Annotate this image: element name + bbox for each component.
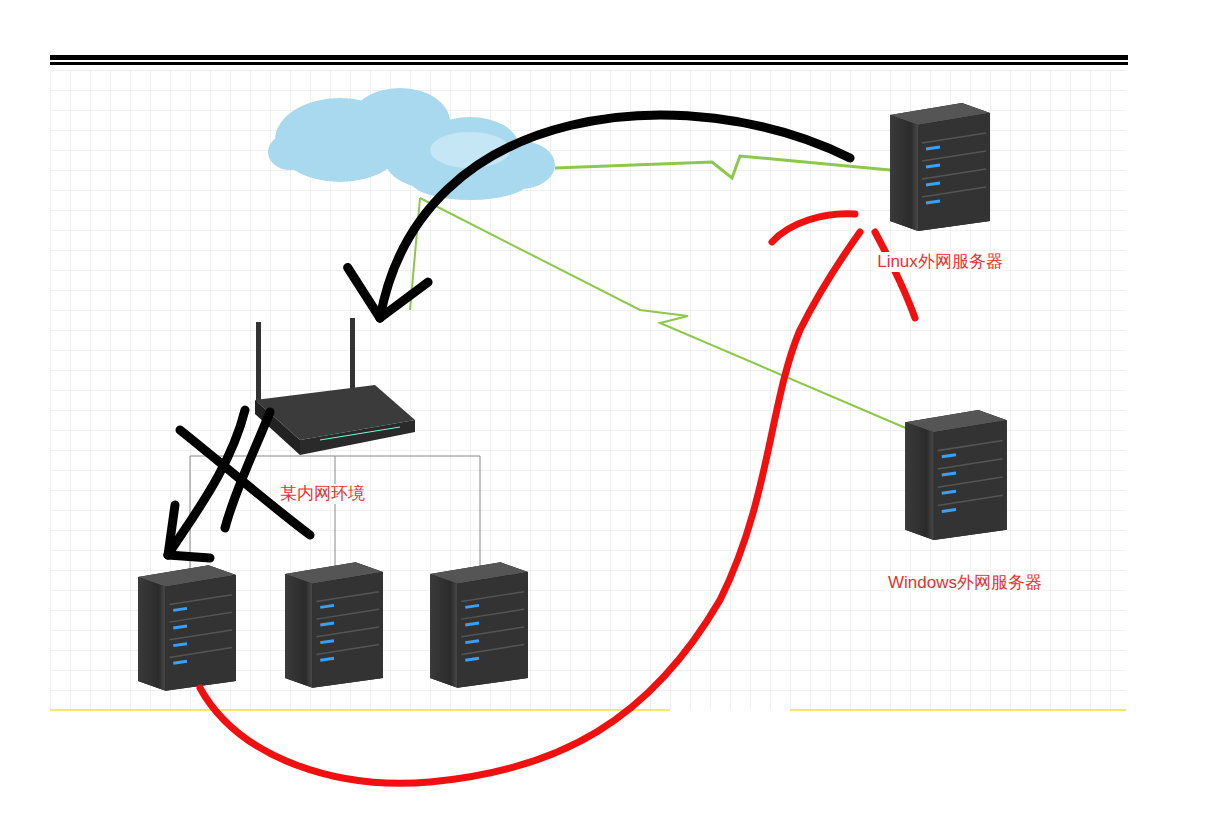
flow-arrow	[348, 115, 850, 318]
windows-server	[905, 410, 1007, 540]
intranet-server	[430, 562, 528, 687]
server-node: Linux外网服务器	[850, 100, 1030, 285]
server-node: Windows外网服务器	[858, 405, 1072, 605]
node-label: 某内网环境	[278, 484, 367, 504]
bottom-rule	[50, 709, 670, 711]
top-rule	[50, 55, 1128, 60]
cloud	[268, 88, 555, 200]
intranet-server	[138, 565, 236, 690]
reverse-path	[200, 214, 915, 784]
top-rule	[50, 62, 1128, 65]
wan-link	[555, 156, 890, 178]
wan-link	[410, 198, 915, 432]
grid-ground	[50, 70, 1126, 710]
intranet-server	[285, 562, 383, 687]
server-node: 某内网环境	[240, 318, 420, 513]
bottom-rule	[790, 709, 1126, 711]
router	[255, 318, 415, 455]
node-label: Linux外网服务器	[875, 252, 1005, 272]
node-label: Windows外网服务器	[886, 573, 1044, 593]
linux-server	[890, 103, 990, 231]
